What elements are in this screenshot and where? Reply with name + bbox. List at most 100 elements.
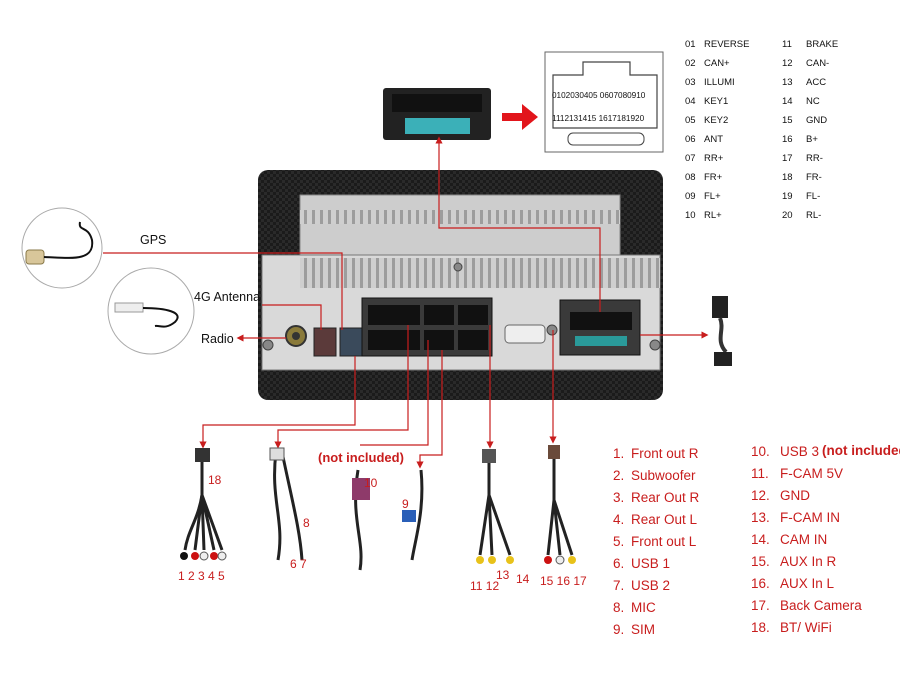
plugs — [180, 445, 576, 565]
pin-name: CAN+ — [704, 58, 730, 69]
pin-num: 16 — [782, 134, 793, 145]
4g-antenna-label: 4G Antenna — [194, 290, 260, 304]
pin-name: RR- — [806, 153, 823, 164]
pin-name: FL+ — [704, 191, 721, 202]
radio-antenna-pin — [292, 332, 300, 340]
plug — [482, 449, 496, 463]
pin-num: 19 — [782, 191, 793, 202]
legend-text: F-CAM IN — [780, 510, 840, 525]
legend-num: 9. — [613, 622, 624, 637]
callout-11-12: 11 12 — [470, 579, 499, 593]
4g-antenna-body — [114, 302, 144, 313]
pin-num: 03 — [685, 77, 696, 88]
gps-label: GPS — [140, 233, 166, 247]
pin-name: RR+ — [704, 153, 724, 164]
connector-socket — [424, 305, 454, 325]
harness-plug-bottom — [714, 352, 732, 366]
callout-13: 13 — [496, 568, 510, 582]
pin-name: BRAKE — [806, 39, 838, 50]
pin-num: 13 — [782, 77, 793, 88]
gps-puck — [25, 249, 45, 265]
pin-name: ACC — [806, 77, 826, 88]
rca-tip — [180, 552, 188, 560]
pin-name: B+ — [806, 134, 818, 145]
legend-text: AUX In R — [780, 554, 837, 569]
pin-row-bottom: 1112131415 1617181920 — [552, 114, 645, 123]
plug — [195, 448, 210, 462]
legend-num: 15. — [751, 554, 770, 569]
not-included-label: (not included) — [318, 450, 404, 465]
connector-socket — [368, 330, 420, 350]
rca-cable — [183, 452, 204, 551]
pin-latch-outline — [567, 132, 645, 146]
rca-tip — [506, 556, 514, 564]
bt-leader — [199, 356, 356, 449]
pin-num: 17 — [782, 153, 793, 164]
legend-num: 3. — [613, 490, 624, 505]
legend-num: 14. — [751, 532, 770, 547]
pin-diagram-box — [544, 51, 664, 153]
connector-socket — [458, 305, 488, 325]
sim-leader — [416, 350, 443, 469]
legend-text: USB 1 — [631, 556, 670, 571]
legend-right: 10.USB 3(not included) 11.F-CAM 5V 12.GN… — [751, 443, 900, 635]
4g-circle — [107, 267, 195, 355]
pin-diagram: 0102030405 0607080910 1112131415 1617181… — [544, 51, 664, 153]
legend-text: Front out R — [631, 446, 699, 461]
legend-num: 5. — [613, 534, 624, 549]
legend-text: Rear Out R — [631, 490, 700, 505]
pin-name: FL- — [806, 191, 820, 202]
rca-tip — [568, 556, 576, 564]
rca-tip — [191, 552, 199, 560]
sim-plug — [402, 510, 416, 522]
pin-name: ANT — [704, 134, 723, 145]
pin-outline — [552, 61, 658, 129]
harness-cable — [718, 317, 728, 354]
screw — [649, 339, 661, 351]
pin-name: CAN- — [806, 58, 829, 69]
connector-socket — [458, 330, 488, 350]
legend-num: 11. — [751, 466, 769, 481]
pin-name: GND — [806, 115, 827, 126]
pin-name: ILLUMI — [704, 77, 735, 88]
leader-lines — [103, 136, 709, 469]
pin-num: 04 — [685, 96, 696, 107]
vent-fins-top — [300, 210, 620, 224]
callout-15-17: 15 16 17 — [540, 574, 587, 588]
usb-leader — [274, 325, 409, 449]
rca-tip — [488, 556, 496, 564]
power-socket-tab — [575, 336, 627, 346]
pin-name: KEY1 — [704, 96, 728, 107]
screw — [453, 262, 463, 272]
legend-text: F-CAM 5V — [780, 466, 843, 481]
pin-num: 20 — [782, 210, 793, 221]
radio-label: Radio — [201, 332, 234, 346]
legend-num: 17. — [751, 598, 770, 613]
legend-num: 13. — [751, 510, 770, 525]
head-unit — [258, 170, 663, 400]
usb-slot — [504, 324, 546, 344]
usb3-leader — [360, 340, 429, 446]
gps-circle — [21, 207, 103, 289]
rca-tip — [199, 551, 209, 561]
legend-text: Front out L — [631, 534, 697, 549]
pin-num: 07 — [685, 153, 696, 164]
callout-10: 10 — [364, 476, 378, 490]
callout-6-7: 6 7 — [290, 557, 307, 571]
pin-name: RL- — [806, 210, 821, 221]
4g-port — [339, 327, 363, 357]
gps-antenna — [21, 207, 103, 289]
vent-fins — [300, 258, 560, 288]
power-leader — [435, 136, 601, 312]
arrow-icon — [502, 104, 538, 130]
plug — [269, 447, 285, 461]
legend-num: 8. — [613, 600, 624, 615]
legend-num: 10. — [751, 444, 770, 459]
rca-tip — [217, 551, 227, 561]
4g-antenna-group — [107, 267, 195, 355]
legend-text: AUX In L — [780, 576, 835, 591]
legend-text: Subwoofer — [631, 468, 696, 483]
